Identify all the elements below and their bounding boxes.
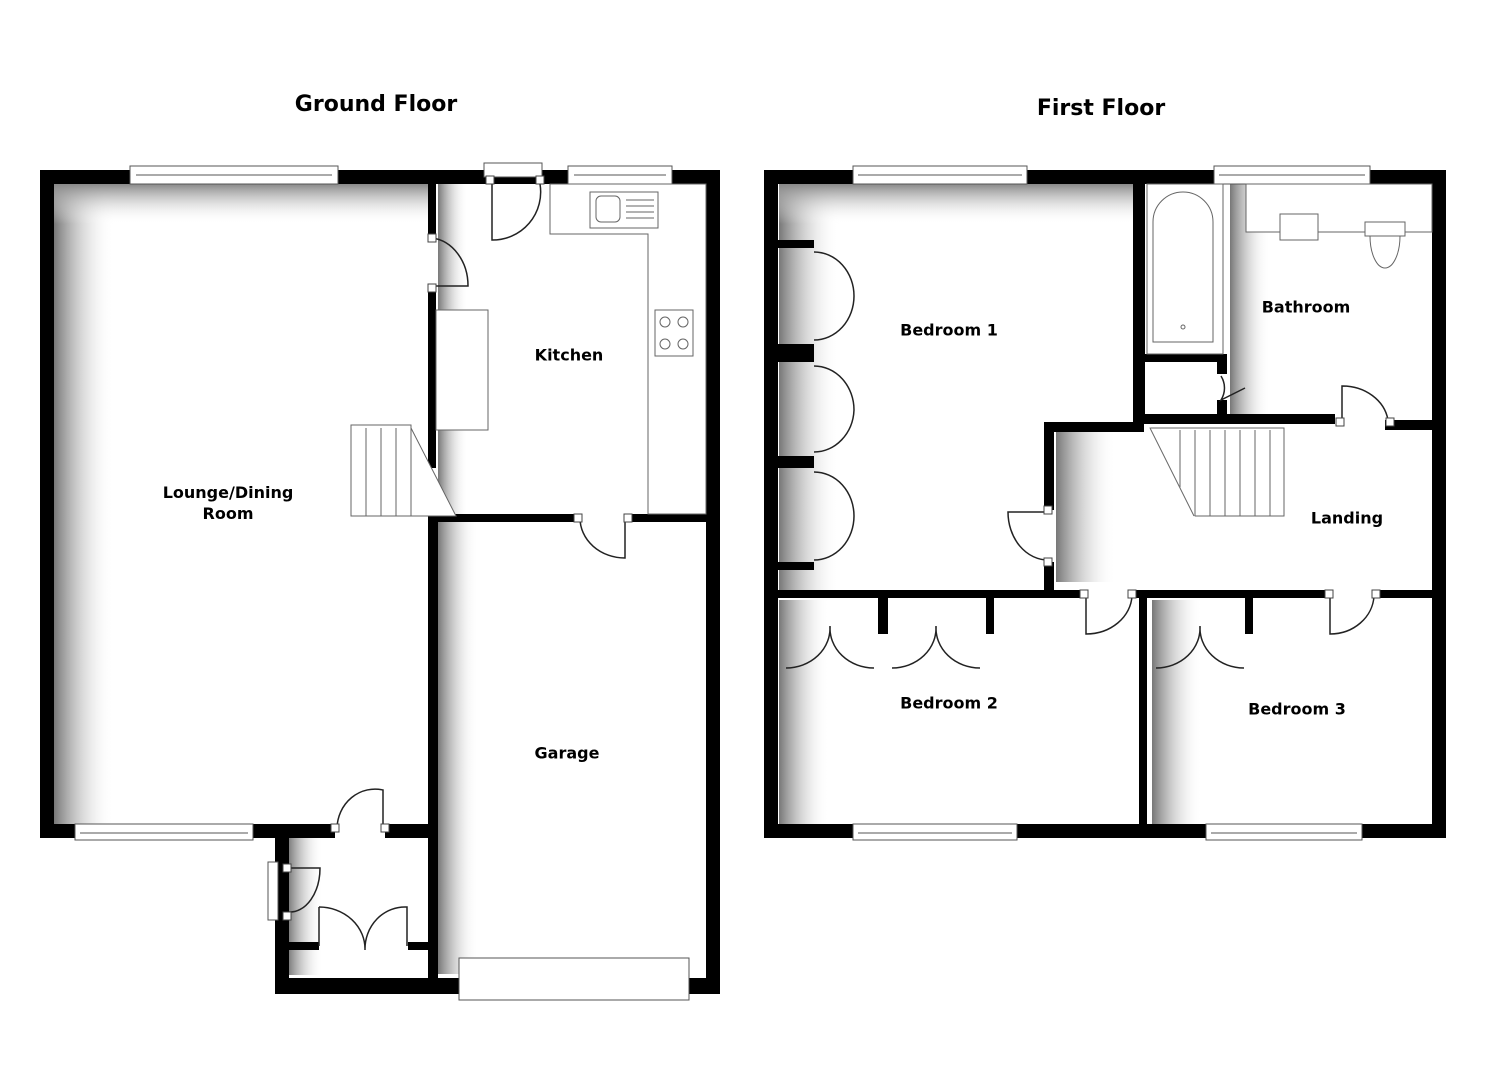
room-label-line: Lounge/Dining <box>162 483 294 502</box>
room-label-bedroom-3: Bedroom 3 <box>1248 699 1346 719</box>
first-floor-plan <box>764 165 1446 841</box>
room-label-bedroom-2: Bedroom 2 <box>900 693 998 713</box>
ground-floor-plan <box>40 162 720 1001</box>
first-floor-title: First Floor <box>1036 96 1166 121</box>
room-label-landing: Landing <box>1310 508 1384 528</box>
room-label-bedroom-1: Bedroom 1 <box>900 320 998 340</box>
room-label-bathroom: Bathroom <box>1261 297 1351 317</box>
room-label-lounge-dining: Lounge/Dining Room <box>163 482 294 524</box>
ground-floor-title: Ground Floor <box>294 92 458 117</box>
room-label-line: Room <box>202 504 254 523</box>
room-label-garage: Garage <box>534 743 600 763</box>
room-label-kitchen: Kitchen <box>534 345 604 365</box>
